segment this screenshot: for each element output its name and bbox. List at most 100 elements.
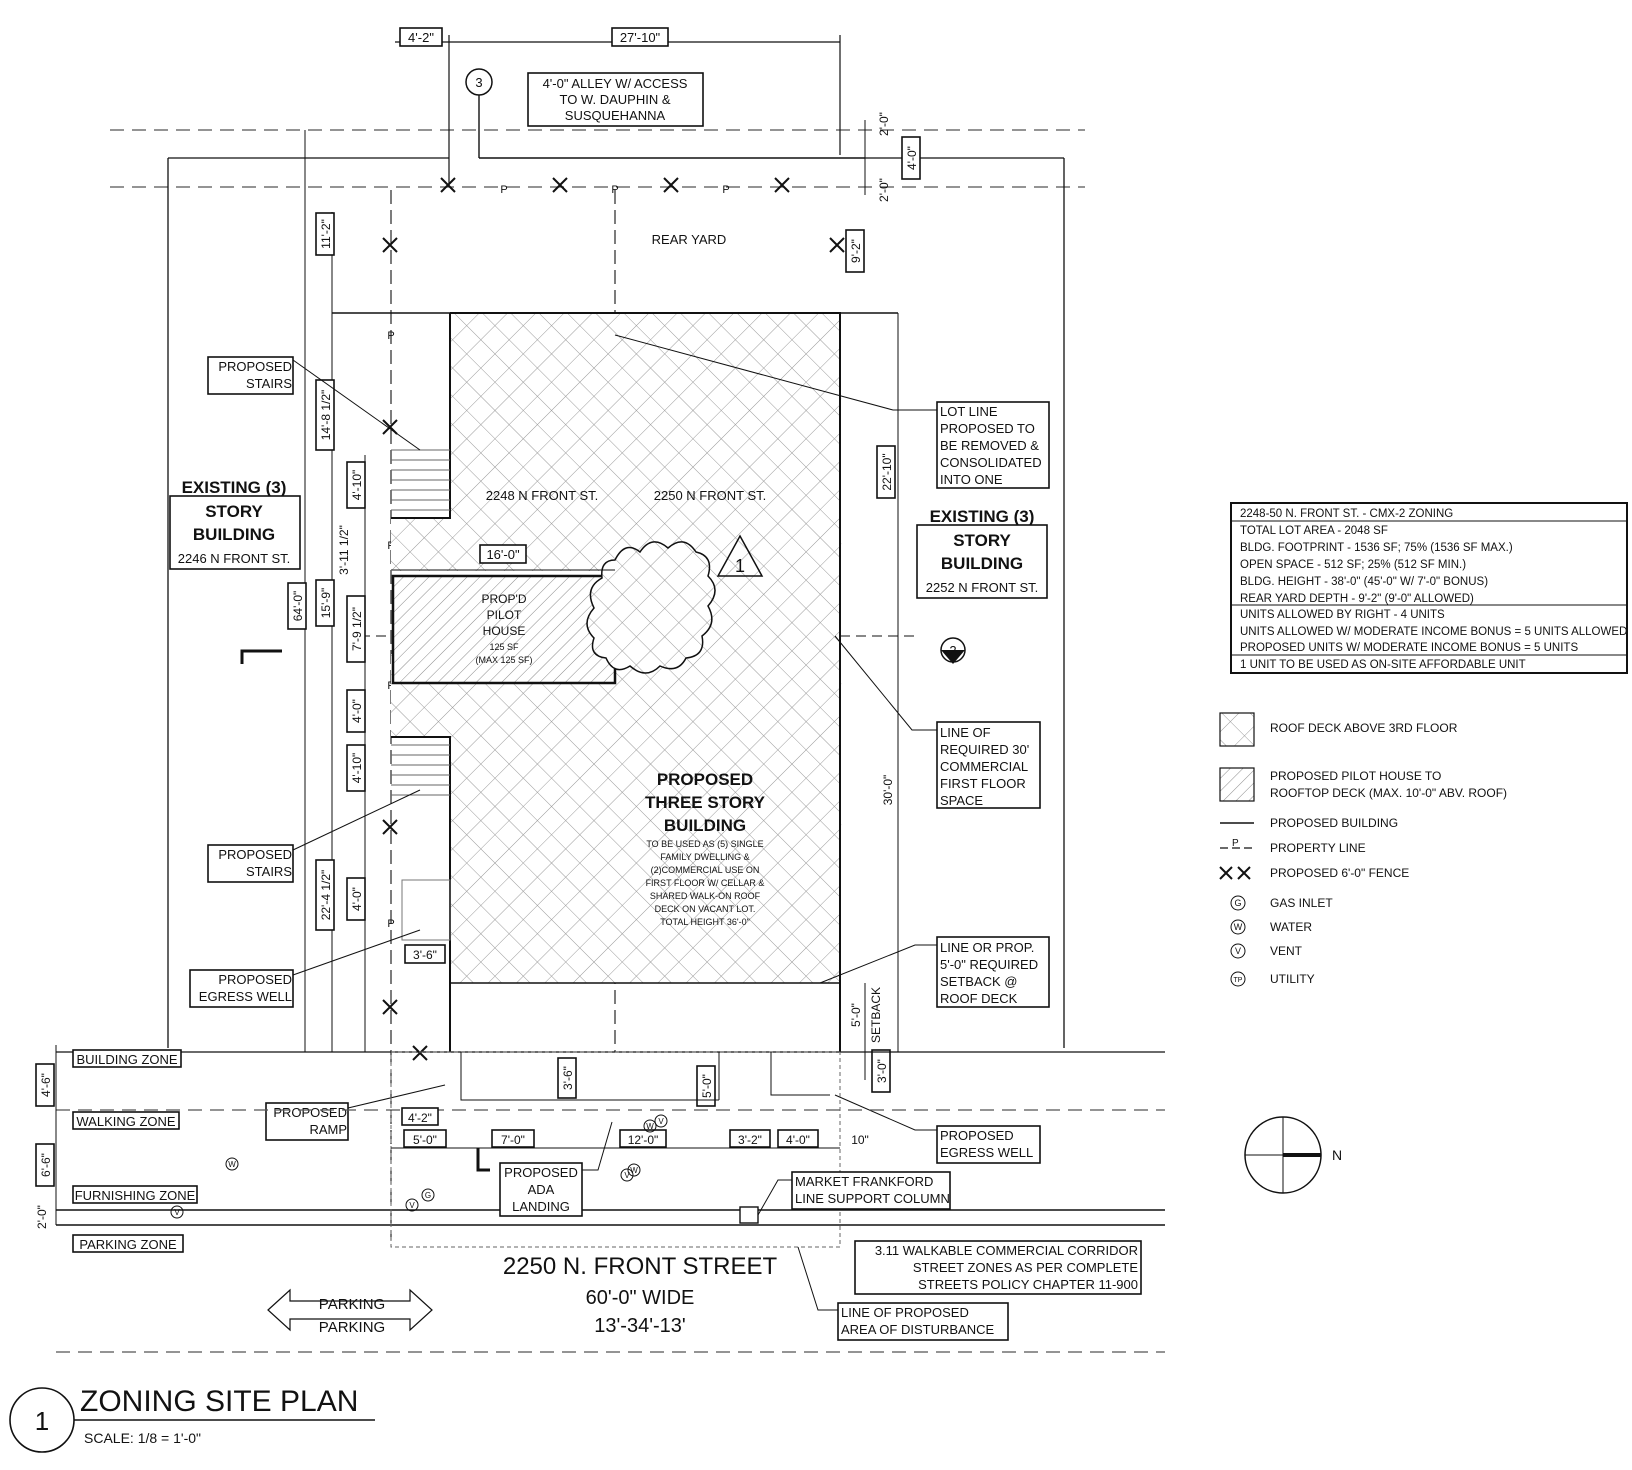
revision-number: 1 [735,556,745,576]
dim-label: 9'-2" [849,239,863,263]
walking-zone-label: WALKING ZONE [76,1114,176,1129]
dim-label: 7'-9 1/2" [350,607,364,651]
existing-right-line: STORY [953,531,1011,550]
zone-depth-dim: 2'-0" [35,1205,49,1229]
note-line: PROPOSED [218,847,292,862]
note-line: RAMP [309,1122,347,1137]
dim-label: 4'-10" [350,470,364,501]
water-symbol [1230,919,1246,935]
vent-symbol [1230,943,1246,959]
dim-label: 22'-10" [880,453,894,490]
note-line: PROPOSED [940,1128,1014,1143]
note-line: EGRESS WELL [940,1145,1033,1160]
north-arrow: N [1244,1116,1342,1194]
legend-symbol: G [1234,898,1241,908]
existing-right-address: 2252 N FRONT ST. [926,580,1038,595]
drawing-scale: SCALE: 1/8 = 1'-0" [84,1430,201,1446]
svg-text:P: P [722,184,729,196]
dim-label: 30'-0" [881,775,895,806]
dim-label: 4'-10" [350,753,364,784]
dim-label: 5'-0" [413,1133,437,1147]
svg-text:P: P [500,184,507,196]
pilot-house-max-area: (MAX 125 SF) [475,655,532,665]
dim-label: 3'-11 1/2" [337,525,351,575]
sidewalk-zones: BUILDING ZONE WALKING ZONE FURNISHING ZO… [35,1045,1165,1353]
notes-right: LOT LINE PROPOSED TO BE REMOVED & CONSOL… [614,334,1050,1164]
legend-label: WATER [1270,920,1312,934]
existing-left-line: EXISTING (3) [182,478,287,497]
revision-triangle [716,534,764,577]
utility-symbol [1230,971,1246,987]
note-line: SETBACK @ [940,974,1018,989]
alley-note-line: TO W. DAUPHIN & [560,92,671,107]
dim-label: 5'-0" [700,1074,714,1098]
alley-note-line: 4'-0" ALLEY W/ ACCESS [543,76,688,91]
building-desc-line: DECK ON VACANT LOT. [655,904,756,914]
disturbance-note: LINE OF PROPOSED AREA OF DISTURBANCE [797,1246,1009,1341]
note-line: LINE OF PROPOSED [841,1305,969,1320]
legend-symbol: W [1234,922,1243,932]
street-lanes: 13'-34'-13' [594,1315,686,1337]
zoning-table-row: BLDG. HEIGHT - 38'-0" (45'-0" W/ 7'-0" B… [1240,576,1488,588]
furnishing-zone-label: FURNISHING ZONE [75,1188,196,1203]
note-line: MARKET FRANKFORD [795,1174,933,1189]
note-line: STREET ZONES AS PER COMPLETE [913,1260,1138,1275]
zoning-table-row: TOTAL LOT AREA - 2048 SF [1240,525,1388,537]
note-line: LINE SUPPORT COLUMN [795,1191,950,1206]
north-label: N [1332,1147,1342,1163]
existing-left-line: BUILDING [193,525,275,544]
building-zone-box [72,1049,182,1068]
parking-zone-label: PARKING ZONE [79,1237,177,1252]
zoning-table-row: BLDG. FOOTPRINT - 1536 SF; 75% (1536 SF … [1240,542,1513,554]
lot-2250-label: 2250 N FRONT ST. [654,488,766,503]
building-title-line: PROPOSED [657,770,753,789]
furnishing-zone-box [72,1185,198,1204]
dim-label: 15'-9" [319,588,333,619]
dim-label: 14'-8 1/2" [319,390,333,441]
svg-text:W: W [630,1166,638,1175]
note-line: BE REMOVED & [940,438,1039,453]
legend-label: UTILITY [1270,972,1315,986]
column-note: MARKET FRANKFORD LINE SUPPORT COLUMN [757,1171,951,1216]
lot-width-dim-box [611,27,669,47]
zoning-table-row: REAR YARD DEPTH - 9'-2" (9'-0" ALLOWED) [1240,593,1474,605]
pilot-house-label: HOUSE [483,624,526,638]
note-line: REQUIRED 30' [940,742,1029,757]
walking-zone-box [72,1111,180,1130]
dim-label: 3'-6" [561,1066,575,1090]
zoning-table-header: 2248-50 N. FRONT ST. - CMX-2 ZONING [1240,508,1453,520]
note-line: STAIRS [246,864,292,879]
right-dimensions: 2'-0" 4'-0" 2'-0" 9'-2" 22'-10" 30'-0" 5… [845,112,966,1093]
dim-label: 64'-0" [291,591,305,622]
pilot-house-label: PILOT [487,608,522,622]
dim-label: 3'-6" [413,948,437,962]
existing-left-address: 2246 N FRONT ST. [178,551,290,566]
section-callout-2-label: 2 [949,643,956,658]
zone-depth-dim: 4'-6" [39,1073,53,1097]
dim-label: 22'-4 1/2" [319,870,333,921]
legend-label: ROOF DECK ABOVE 3RD FLOOR [1270,721,1458,735]
gas-inlet-symbol [1230,895,1246,911]
zoning-table-row: UNITS ALLOWED BY RIGHT - 4 UNITS [1240,609,1445,621]
zoning-table-row: OPEN SPACE - 512 SF; 25% (512 SF MIN.) [1240,559,1466,571]
note-line: 3.11 WALKABLE COMMERCIAL CORRIDOR [875,1243,1138,1258]
pilot-house-label: PROP'D [482,592,527,606]
dim-label: 5'-0" [849,1003,863,1027]
existing-building-right: EXISTING (3) STORY BUILDING 2252 N FRONT… [916,507,1048,599]
front-dimensions: 3'-6" 5'-0" 4'-2" 5'-0" 7'-0" 12'-0" 3'-… [391,1052,869,1149]
fence-x-swatch [1219,866,1251,880]
note-line: EGRESS WELL [199,989,292,1004]
building-zone-label: BUILDING ZONE [76,1052,177,1067]
note-line: SPACE [940,793,983,808]
dim-label: 4'-0" [350,699,364,723]
building-desc-line: SHARED WALK-ON ROOF [650,891,761,901]
legend-symbol: V [1235,946,1241,956]
svg-text:V: V [658,1117,664,1126]
note-line: PROPOSED [273,1105,347,1120]
drawing-title: ZONING SITE PLAN [80,1385,358,1418]
zoning-table-row: UNITS ALLOWED W/ MODERATE INCOME BONUS =… [1240,626,1627,638]
svg-text:W: W [228,1160,236,1169]
dim-label: 12'-0" [628,1133,659,1147]
note-line: FIRST FLOOR [940,776,1026,791]
note-line: STREETS POLICY CHAPTER 11-900 [918,1277,1138,1292]
